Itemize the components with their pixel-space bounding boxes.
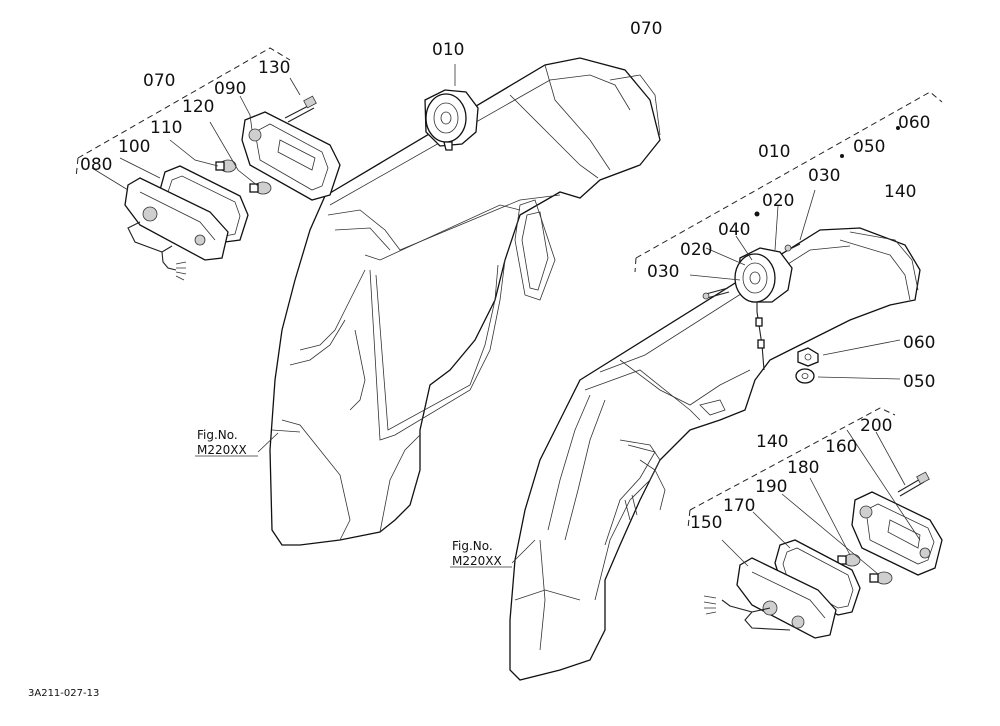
part-label-110: 110 xyxy=(150,118,182,138)
part-label-010: 010 xyxy=(432,40,464,60)
part-label-070: 070 xyxy=(630,19,662,39)
part-label-150: 150 xyxy=(690,513,722,533)
part-label-140: 140 xyxy=(756,432,788,452)
fig-ref-left-line2: M220XX xyxy=(197,443,247,457)
part-label-060: 060 xyxy=(898,113,930,133)
fig-ref-left-line1: Fig.No. xyxy=(197,428,238,442)
part-label-020: 020 xyxy=(680,240,712,260)
part-label-190: 190 xyxy=(755,477,787,497)
part-label-200: 200 xyxy=(860,416,892,436)
part-label-010: 010 xyxy=(758,142,790,162)
part-label-030: 030 xyxy=(808,166,840,186)
left-fender xyxy=(269,57,661,546)
part-label-160: 160 xyxy=(825,437,857,457)
drawing-code: 3A211-027-13 xyxy=(28,688,99,699)
fig-ref-leader-left xyxy=(257,432,279,453)
part-label-180: 180 xyxy=(787,458,819,478)
fig-ref-right-line1: Fig.No. xyxy=(452,539,493,553)
part-label-170: 170 xyxy=(723,496,755,516)
part-label-050: 050 xyxy=(903,372,935,392)
part-label-140: 140 xyxy=(884,182,916,202)
left-lamp-assembly xyxy=(75,47,341,281)
fig-ref-right-line2: M220XX xyxy=(452,554,502,568)
part-label-070: 070 xyxy=(143,71,175,91)
work-light-right xyxy=(634,91,943,384)
part-label-060: 060 xyxy=(903,333,935,353)
part-label-020: 020 xyxy=(762,191,794,211)
part-label-130: 130 xyxy=(258,58,290,78)
part-label-040: 040 xyxy=(718,220,750,240)
part-label-080: 080 xyxy=(80,155,112,175)
part-label-030: 030 xyxy=(647,262,679,282)
work-light-top xyxy=(424,64,479,151)
right-lamp-assembly xyxy=(687,407,943,639)
fig-ref-leader-right xyxy=(511,539,536,564)
part-label-100: 100 xyxy=(118,137,150,157)
part-label-050: 050 xyxy=(853,137,885,157)
right-fender xyxy=(509,227,921,681)
part-label-120: 120 xyxy=(182,97,214,117)
part-label-090: 090 xyxy=(214,79,246,99)
